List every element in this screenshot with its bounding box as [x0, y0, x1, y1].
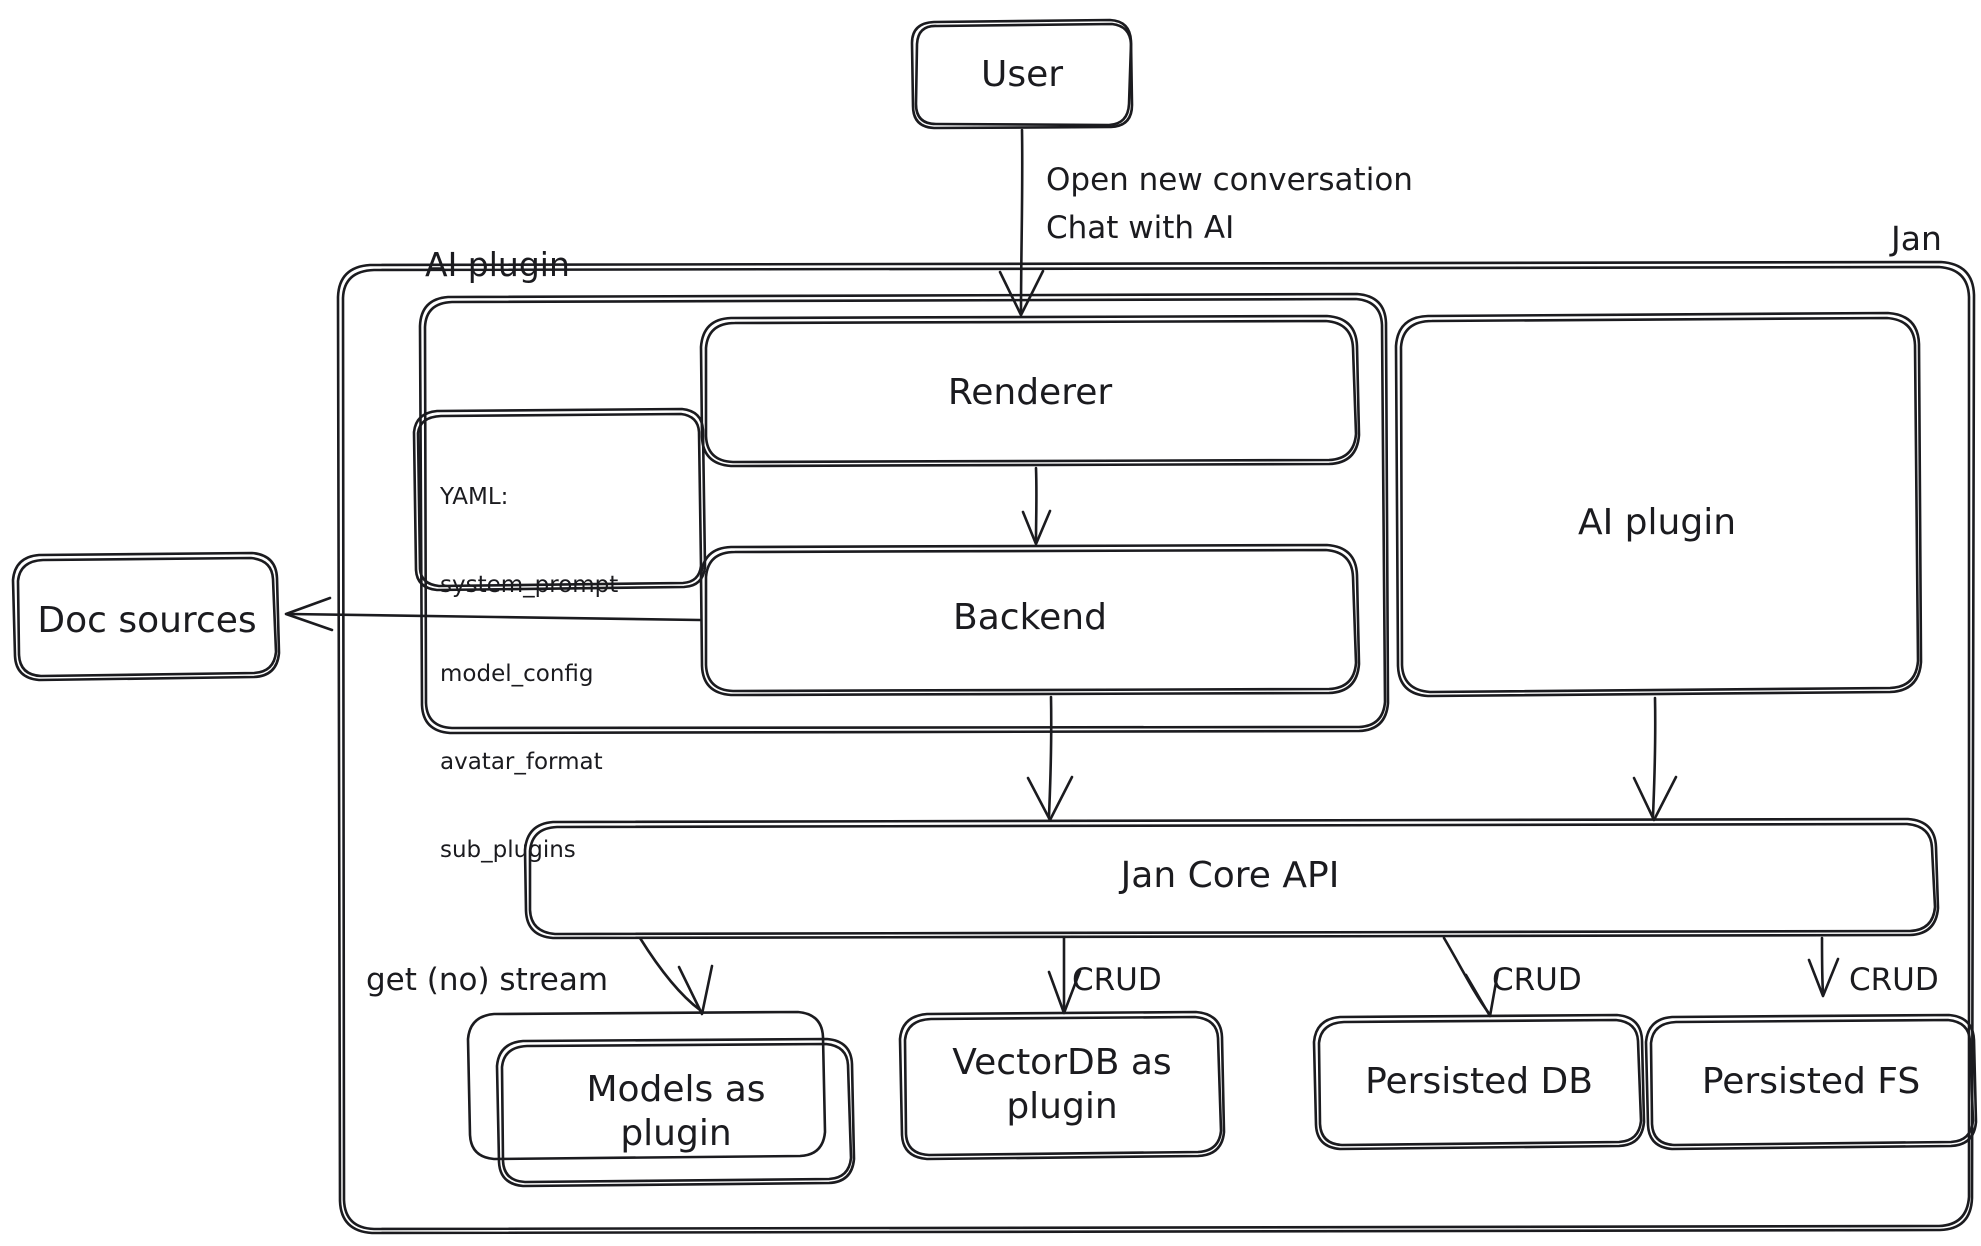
- yaml-key-avatar-format: avatar_format: [440, 748, 603, 775]
- group-ai-plugin-label: AI plugin: [425, 245, 570, 284]
- node-ai-plugin-label: AI plugin: [1577, 502, 1737, 544]
- group-jan-label: Jan: [1891, 219, 1942, 258]
- edge-jan-core-api-to-persisted-fs: [1807, 936, 1840, 998]
- node-jan-core-api-label: Jan Core API: [1120, 855, 1340, 897]
- yaml-key-model-config: model_config: [440, 660, 594, 687]
- node-persisted-fs-shape: [1644, 1013, 1978, 1151]
- edge-jan-core-api-to-models: [638, 936, 714, 1016]
- node-persisted-db-label: Persisted DB: [1365, 1061, 1593, 1103]
- yaml-header: YAML:: [440, 483, 509, 510]
- edge-user-to-renderer: [998, 128, 1045, 317]
- node-doc-sources-label: Doc sources: [37, 600, 257, 642]
- yaml-card-shape: [412, 407, 707, 592]
- yaml-card-text: YAML: system_prompt model_config avatar_…: [440, 424, 618, 924]
- group-jan-frame: [336, 260, 1976, 1235]
- edge-label-crud-persisted-db: CRUD: [1492, 962, 1582, 998]
- node-renderer-shape: [699, 314, 1361, 468]
- node-persisted-db-shape: [1312, 1013, 1646, 1151]
- edge-jan-core-api-to-vectordb: [1047, 936, 1082, 1015]
- edge-backend-to-jan-core-api: [1026, 695, 1074, 822]
- group-ai-plugin-frame: [418, 292, 1390, 735]
- node-backend-label: Backend: [953, 597, 1107, 639]
- edge-label-chat-with-ai: Chat with AI: [1046, 210, 1235, 246]
- yaml-key-system-prompt: system_prompt: [440, 572, 619, 599]
- edge-backend-to-doc-sources: [284, 596, 702, 632]
- edge-ai-plugin-to-jan-core-api: [1632, 696, 1678, 822]
- edge-label-get-no-stream: get (no) stream: [366, 962, 609, 998]
- node-doc-sources-shape: [11, 551, 281, 682]
- node-ai-plugin-shape: [1394, 311, 1923, 698]
- edge-jan-core-api-to-persisted-db: [1442, 936, 1500, 1018]
- node-user-label: User: [980, 54, 1064, 96]
- edge-renderer-to-backend: [1021, 466, 1052, 546]
- node-vectordb-label: VectorDB as plugin: [952, 1042, 1172, 1127]
- node-models-label: Models as plugin: [586, 1069, 766, 1154]
- edge-label-crud-persisted-fs: CRUD: [1849, 962, 1939, 998]
- node-user-shape: [910, 18, 1134, 130]
- yaml-key-sub-plugins: sub_plugins: [440, 837, 576, 864]
- node-renderer-label: Renderer: [947, 372, 1113, 414]
- node-vectordb-shape: [898, 1010, 1226, 1161]
- edge-label-crud-vectordb: CRUD: [1072, 962, 1162, 998]
- node-jan-core-api-shape: [523, 817, 1940, 940]
- node-models-shape: [466, 1010, 856, 1188]
- node-persisted-fs-label: Persisted FS: [1701, 1061, 1921, 1103]
- node-backend-shape: [699, 543, 1361, 697]
- edge-label-open-new-conversation: Open new conversation: [1046, 162, 1413, 198]
